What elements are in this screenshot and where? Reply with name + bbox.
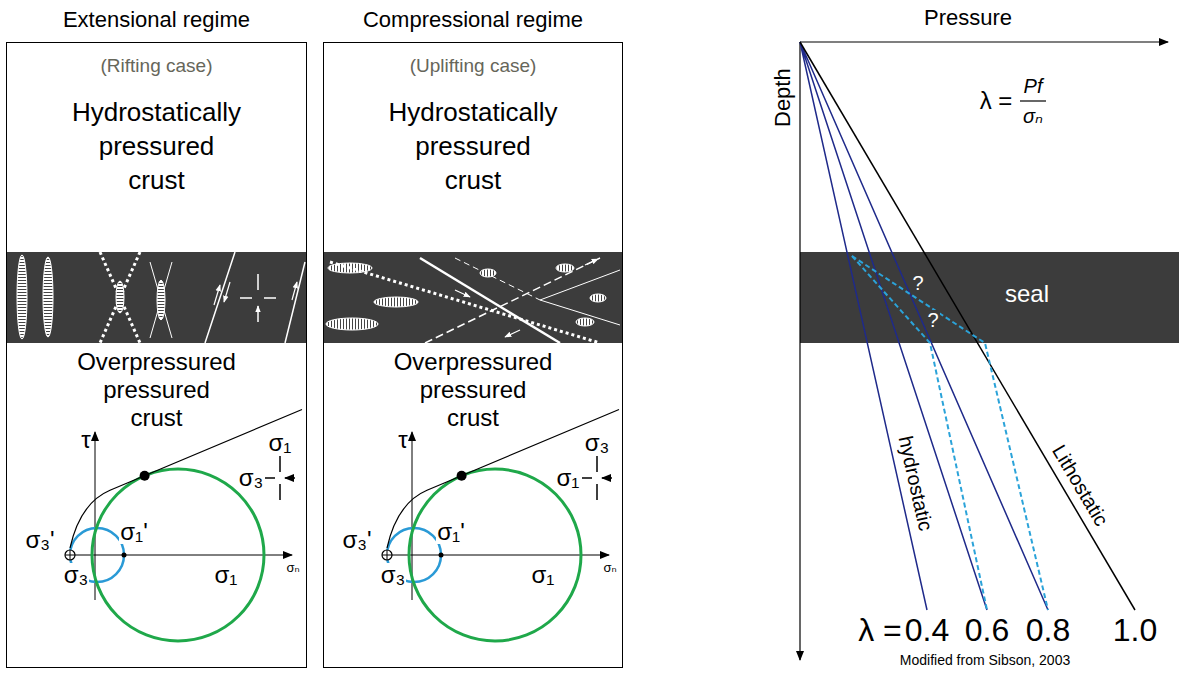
drawing-stroke (800, 42, 1048, 610)
mohr-label: τ (398, 426, 407, 454)
drawing-stroke (455, 290, 470, 297)
drawing-stroke (92, 469, 264, 641)
drawing-stroke (425, 258, 600, 343)
drawing-stroke (43, 257, 53, 337)
drawing-stroke (17, 255, 27, 339)
axis-label: Depth (769, 69, 794, 128)
drawing-stroke (800, 41, 1168, 42)
drawing-stroke (116, 281, 124, 313)
drawing-stroke (157, 280, 165, 320)
mohr-label: σ₃' (24, 528, 55, 552)
drawing-stroke (585, 259, 598, 265)
fracture-band (6, 252, 307, 343)
drawing-stroke (70, 555, 292, 556)
seal-band: seal (800, 252, 1179, 343)
drawing-stroke (150, 262, 172, 338)
lambda-value: 1.0 (1113, 612, 1157, 649)
mohr-label: σ₃ (63, 563, 90, 587)
drawing-stroke (224, 282, 230, 302)
mohr-label: τ (81, 426, 90, 454)
stress-label: σ₃ (239, 464, 264, 492)
lambda-value: 0.4 (905, 612, 949, 649)
fracture-band (323, 252, 623, 343)
panel-title: Compressional regime (363, 7, 583, 33)
crust-label: Overpressured pressured crust (77, 348, 236, 432)
drawing-stroke (455, 258, 540, 300)
mohr-label: σₙ (286, 561, 299, 576)
drawing-stroke (65, 550, 75, 560)
regime-panel: Compressional regime(Uplifting case)Hydr… (323, 42, 623, 668)
regime-panel: Extensional regime(Rifting case)Hydrosta… (6, 42, 307, 668)
question-mark: ? (911, 273, 924, 293)
formula: Pf (1024, 75, 1043, 98)
lambda-value: λ = (858, 612, 902, 649)
crust-label: Hydrostatically pressured crust (388, 95, 557, 197)
drawing-stroke (1020, 100, 1046, 101)
drawing-stroke (374, 297, 418, 307)
drawing-stroke (326, 318, 378, 330)
stress-label: σ₁ (269, 429, 292, 457)
mohr-diagram (65, 410, 302, 642)
drawing-stroke (70, 410, 302, 549)
mohr-label: σ₁' (119, 520, 149, 544)
drawing-stroke (330, 262, 600, 343)
axis-label: Pressure (924, 5, 1012, 30)
stress-label: σ₃ (585, 429, 610, 457)
panel-title: Extensional regime (63, 7, 250, 33)
drawing-stroke (240, 274, 276, 322)
drawing-stroke (505, 330, 520, 337)
mohr-label: σ₃ (380, 563, 407, 587)
stress-label: σ₁ (557, 464, 580, 492)
mohr-label: σ₃' (341, 528, 372, 552)
drawing-stroke (852, 256, 1048, 610)
drawing-stroke (265, 456, 295, 500)
drawing-stroke (6, 252, 307, 343)
source-note: Modified from Sibson, 2003 (900, 652, 1070, 668)
drawing-stroke (214, 285, 220, 305)
question-mark: ? (926, 310, 939, 330)
drawing-stroke (65, 550, 75, 560)
lambda-value: 0.8 (1026, 612, 1070, 649)
drawing-stroke (800, 42, 1135, 610)
crust-label: Hydrostatically pressured crust (72, 95, 241, 197)
drawing-stroke (100, 252, 140, 343)
mohr-label: σ₁' (436, 520, 466, 544)
drawing-stroke (852, 256, 987, 610)
crust-label: Overpressured pressured crust (394, 348, 553, 432)
case-label: (Rifting case) (101, 55, 213, 77)
drawing-stroke (420, 258, 560, 343)
drawing-stroke (799, 42, 800, 660)
drawing-stroke (590, 294, 606, 302)
lambda-value: 0.6 (965, 612, 1009, 649)
drawing-stroke (140, 471, 150, 481)
mohr-label: σ₁ (214, 563, 239, 587)
drawing-stroke (540, 270, 620, 325)
drawing-stroke (323, 252, 623, 343)
drawing-stroke (205, 252, 305, 343)
drawing-stroke (122, 553, 127, 558)
pressure-depth-plot (800, 42, 1179, 660)
mohr-label: σ₁ (531, 563, 556, 587)
formula: σₙ (1023, 105, 1043, 128)
drawing-stroke (480, 269, 496, 277)
case-label: (Uplifting case) (410, 55, 537, 77)
mohr-label: σₙ (603, 561, 616, 576)
seal-label: seal (1005, 280, 1049, 308)
curve-label: hydrostatic (893, 434, 937, 533)
curve-label: Lithostatic (1047, 441, 1113, 530)
formula: λ = (980, 87, 1013, 115)
drawing-stroke (292, 282, 297, 300)
drawing-stroke (556, 264, 574, 272)
mohr-diagram (382, 410, 619, 642)
drawing-stroke (576, 318, 594, 326)
